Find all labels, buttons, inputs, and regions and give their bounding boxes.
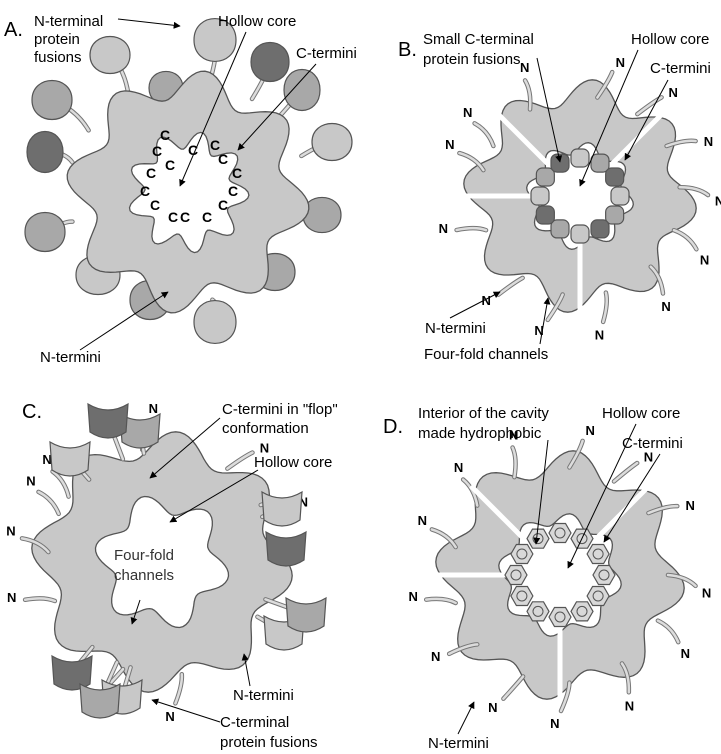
panel-a-hollow-core-label: Hollow core bbox=[218, 13, 296, 30]
svg-text:C: C bbox=[218, 197, 228, 213]
svg-text:N: N bbox=[585, 423, 594, 438]
panel-b-letter: B. bbox=[398, 39, 417, 61]
svg-text:N: N bbox=[668, 85, 677, 100]
panel-a-arrow-ntermini bbox=[80, 292, 168, 350]
svg-text:N: N bbox=[702, 586, 711, 601]
svg-text:N: N bbox=[704, 134, 713, 149]
svg-text:C: C bbox=[160, 127, 170, 143]
panel-b-hollow-core-label: Hollow core bbox=[631, 31, 709, 48]
panel-a-letter: A. bbox=[4, 19, 23, 41]
svg-text:N: N bbox=[149, 401, 158, 416]
svg-text:N: N bbox=[700, 252, 709, 267]
svg-text:C: C bbox=[152, 143, 162, 159]
panel-d-letter: D. bbox=[383, 416, 403, 438]
svg-text:C: C bbox=[202, 209, 212, 225]
svg-text:N: N bbox=[625, 699, 634, 714]
panel-a-n-termini-label: N-termini bbox=[40, 349, 101, 366]
svg-text:N: N bbox=[520, 60, 529, 75]
panel-c-letter: C. bbox=[22, 401, 42, 423]
svg-text:C: C bbox=[146, 165, 156, 181]
svg-text:N: N bbox=[439, 221, 448, 236]
svg-text:C: C bbox=[168, 209, 178, 225]
svg-text:N: N bbox=[715, 194, 721, 209]
svg-text:N: N bbox=[686, 498, 695, 513]
svg-text:C: C bbox=[180, 209, 190, 225]
panel-d-arrow-ntermini bbox=[458, 702, 474, 734]
svg-text:N: N bbox=[661, 299, 670, 314]
svg-text:N: N bbox=[431, 649, 440, 664]
panel-a-c-termini-label: C-termini bbox=[296, 45, 357, 62]
svg-text:N: N bbox=[26, 474, 35, 489]
panel-c-flop-label: C-termini in "flop"conformation bbox=[222, 401, 338, 437]
svg-text:N: N bbox=[6, 523, 15, 538]
panel-c-hollow-core-label: Hollow core bbox=[254, 454, 332, 471]
svg-text:N: N bbox=[7, 590, 16, 605]
svg-text:N: N bbox=[165, 709, 174, 724]
svg-text:N: N bbox=[454, 460, 463, 475]
svg-text:N: N bbox=[418, 513, 427, 528]
svg-text:N: N bbox=[616, 55, 625, 70]
svg-text:C: C bbox=[232, 165, 242, 181]
svg-text:N: N bbox=[408, 589, 417, 604]
panel-c-arrow-fusions bbox=[152, 700, 220, 722]
svg-text:C: C bbox=[140, 183, 150, 199]
panel-b-c-termini-label: C-termini bbox=[650, 60, 711, 77]
svg-text:N: N bbox=[595, 328, 604, 343]
svg-text:N: N bbox=[463, 105, 472, 120]
panel-b-arrow-ntermini bbox=[450, 292, 500, 318]
panel-a-arrow-fusions bbox=[118, 19, 180, 26]
svg-text:N: N bbox=[488, 700, 497, 715]
panel-b-n-termini-label: N-termini bbox=[425, 320, 486, 337]
panel-b-channels-label: Four-fold channels bbox=[424, 346, 548, 363]
svg-text:N: N bbox=[445, 137, 454, 152]
panel-c-n-termini-label: N-termini bbox=[233, 687, 294, 704]
svg-text:C: C bbox=[165, 157, 175, 173]
panel-d-c-termini-label: C-termini bbox=[622, 435, 683, 452]
svg-text:C: C bbox=[150, 197, 160, 213]
panel-d-n-termini-label: N-termini bbox=[428, 735, 489, 752]
svg-text:N: N bbox=[681, 646, 690, 661]
svg-text:C: C bbox=[218, 151, 228, 167]
svg-text:C: C bbox=[228, 183, 238, 199]
svg-text:N: N bbox=[550, 716, 559, 731]
panel-d-hollow-core-label: Hollow core bbox=[602, 405, 680, 422]
